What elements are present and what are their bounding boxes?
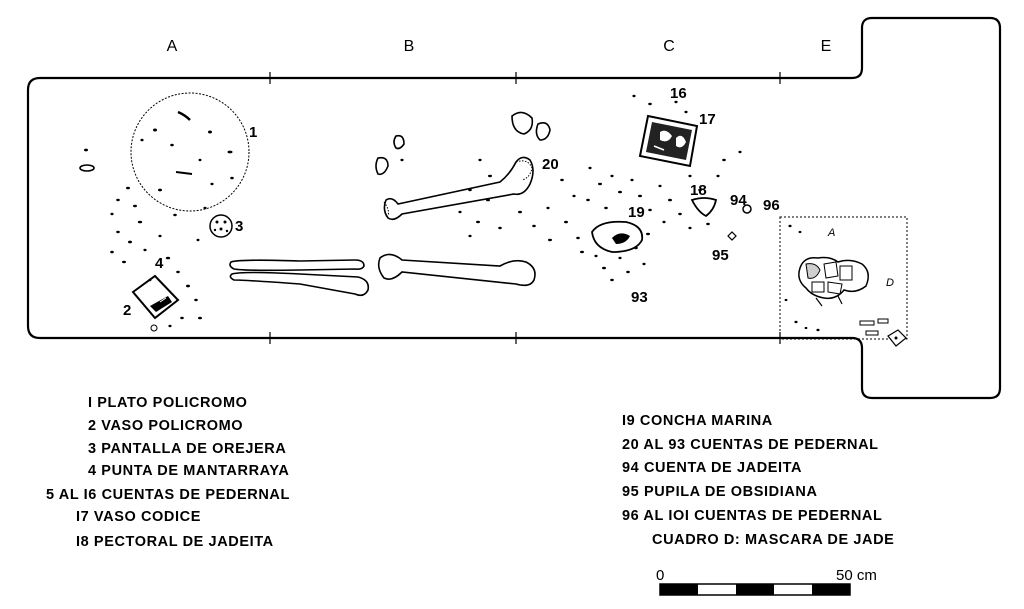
- item-label-20: 20: [542, 156, 559, 173]
- legend-right-item: I9 CONCHA MARINA: [622, 413, 773, 429]
- item-label-18: 18: [690, 182, 707, 199]
- jadeite-bead: [742, 204, 752, 214]
- mask-fragments: [859, 318, 907, 347]
- quadrant-d: [779, 216, 908, 340]
- column-label-a: A: [167, 38, 178, 55]
- item-label-16: 16: [670, 85, 687, 102]
- earflare: [209, 214, 233, 238]
- obsidian-pupil: [727, 231, 737, 241]
- leg-bones-right: [377, 156, 536, 287]
- column-label-b: B: [404, 38, 415, 55]
- leg-bones-left: [229, 259, 370, 297]
- item-label-96: 96: [763, 197, 780, 214]
- jade-pectoral: [690, 197, 718, 218]
- quadrant-label-d: D: [886, 277, 894, 289]
- flint-beads-c: [458, 94, 742, 282]
- item-label-3: 3: [235, 218, 243, 235]
- mask-beads: [784, 224, 820, 332]
- skull-fragments: [511, 111, 551, 141]
- item-label-4: 4: [155, 255, 164, 272]
- legend-left-item: I PLATO POLICROMO: [88, 395, 248, 411]
- legend-left: I PLATO POLICROMO 2 VASO POLICROMO 3 PAN…: [46, 395, 290, 550]
- legend-left-item: 4 PUNTA DE MANTARRAYA: [88, 463, 289, 479]
- small-fragment: [79, 164, 95, 172]
- legend-left-item: 5 AL I6 CUENTAS DE PEDERNAL: [46, 487, 290, 503]
- tomb-outline: [26, 16, 1002, 400]
- item-label-19: 19: [628, 204, 645, 221]
- item-label-17: 17: [699, 111, 716, 128]
- flint-beads-a: [110, 186, 207, 328]
- legend-left-item: 2 VASO POLICROMO: [88, 418, 243, 434]
- jade-mask: [798, 256, 869, 307]
- legend-left-item: I8 PECTORAL DE JADEITA: [76, 534, 274, 550]
- item-label-94: 94: [730, 192, 747, 209]
- legend-right-item: 96 AL IOI CUENTAS DE PEDERNAL: [622, 508, 882, 524]
- scale-segment: [736, 584, 774, 595]
- scale-segment: [812, 584, 850, 595]
- scale-start-label: 0: [656, 567, 664, 584]
- scale-bar: 0 50 cm: [656, 567, 877, 596]
- item-label-93: 93: [631, 289, 648, 306]
- column-label-c: C: [663, 38, 675, 55]
- legend-right-item: 95 PUPILA DE OBSIDIANA: [622, 484, 818, 500]
- scale-end-label: 50 cm: [836, 567, 877, 584]
- legend-right-item: 20 AL 93 CUENTAS DE PEDERNAL: [622, 437, 879, 453]
- legend-left-item: 3 PANTALLA DE OREJERA: [88, 441, 286, 457]
- scale-segment: [660, 584, 698, 595]
- legend-left-item: I7 VASO CODICE: [76, 509, 201, 525]
- polychrome-plate: [130, 92, 250, 212]
- polychrome-vase: [131, 274, 180, 320]
- legend-right-item: 94 CUENTA DE JADEITA: [622, 460, 802, 476]
- legend-right: I9 CONCHA MARINA 20 AL 93 CUENTAS DE PED…: [622, 413, 894, 548]
- quadrant-label-a: A: [827, 227, 835, 239]
- item-label-95: 95: [712, 247, 729, 264]
- item-label-2: 2: [123, 302, 131, 319]
- small-bones-b: [375, 134, 405, 176]
- legend-right-item: CUADRO D: MASCARA DE JADE: [652, 532, 894, 548]
- item-label-1: 1: [249, 124, 257, 141]
- plate-fragments: [140, 110, 234, 192]
- sea-shell: [591, 220, 644, 253]
- codex-vase: [638, 114, 699, 168]
- column-label-e: E: [821, 38, 832, 55]
